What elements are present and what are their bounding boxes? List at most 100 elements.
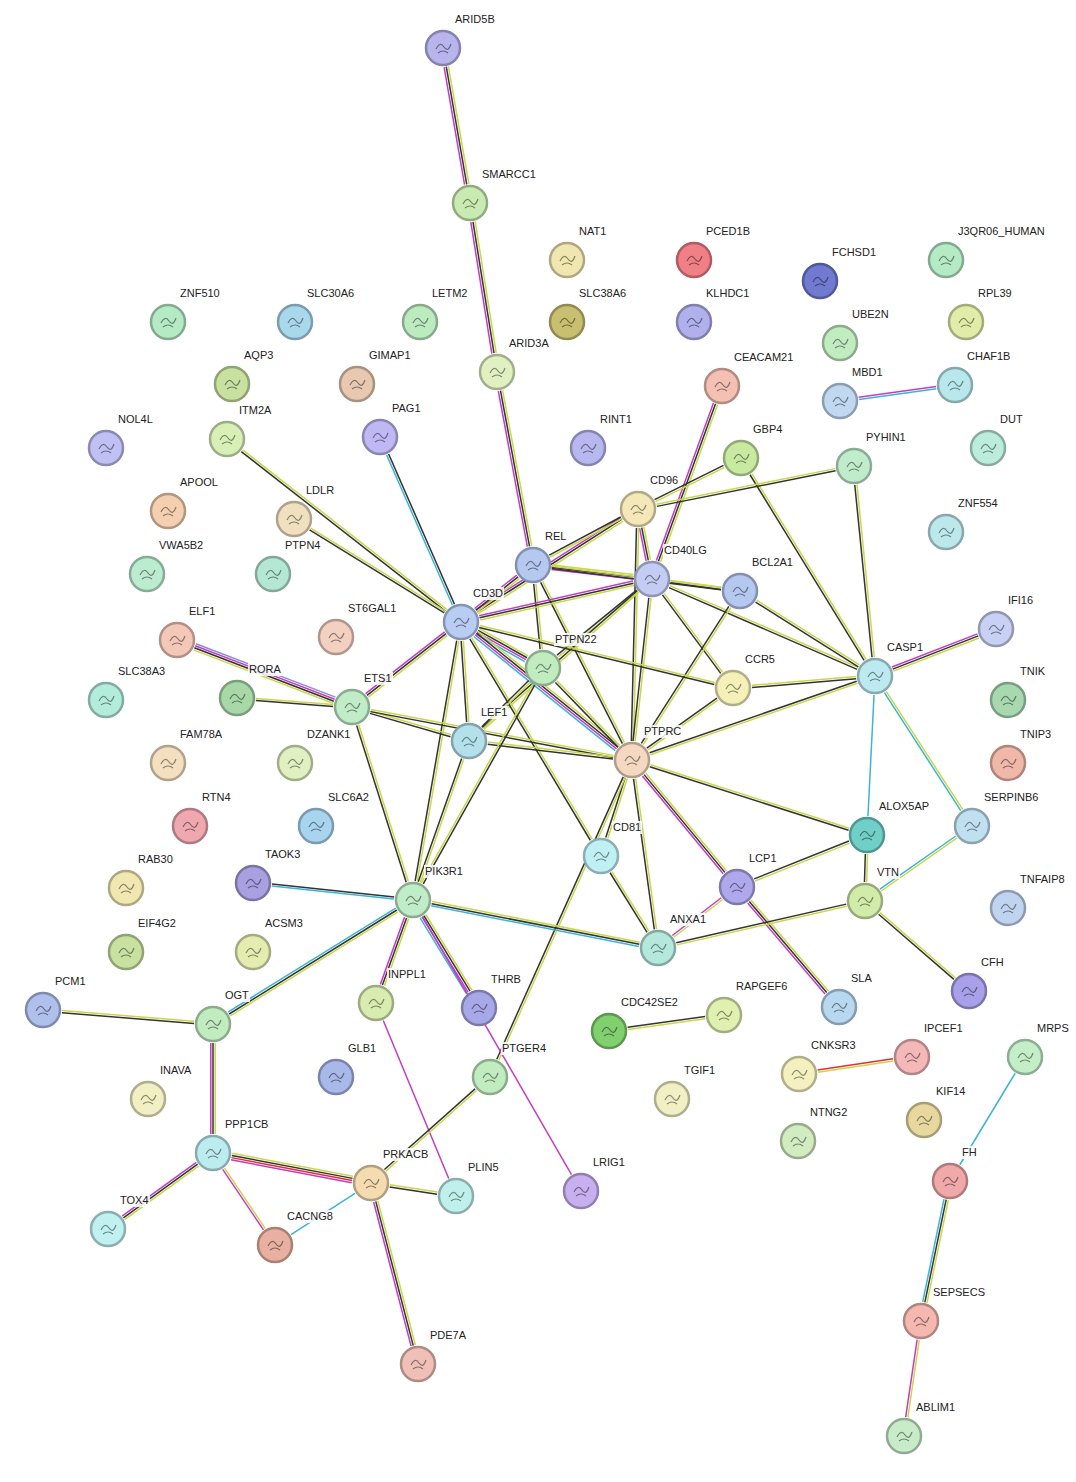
node-circle [107,869,145,907]
node-label: KIF14 [935,1085,966,1098]
node-disc [635,562,669,596]
node-label: INAVA [159,1064,192,1077]
node-label: CD40LG [663,544,708,557]
edge-strand [640,528,647,561]
protein-node: TOX4 [89,1210,127,1248]
node-disc [236,935,270,969]
node-label: PYHIN1 [865,431,907,444]
structure-glyph [463,199,478,208]
node-disc [803,264,837,298]
node-circle [718,868,756,906]
interaction-edge [366,632,448,697]
node-label: ELF1 [188,605,216,618]
edge-strand [194,648,334,701]
interaction-edge [884,691,962,810]
edge-strand [488,744,613,759]
node-disc [196,1007,230,1041]
node-circle [254,555,292,593]
node-circle [721,572,759,610]
node-label: LCP1 [748,852,778,865]
protein-node: VTN [846,882,884,920]
interaction-edge [640,527,651,561]
node-label: PLIN5 [467,1161,500,1174]
node-label: PCM1 [54,975,87,988]
structure-glyph [220,435,235,444]
structure-glyph [99,696,114,705]
node-circle [194,1134,232,1172]
node-label: J3QR06_HUMAN [957,225,1046,238]
protein-node: NOL4L [87,429,125,467]
node-disc [858,659,892,693]
structure-glyph [36,1006,51,1015]
interaction-edge [555,681,619,747]
interaction-edge [421,684,534,884]
node-disc [439,1179,473,1213]
protein-node: CASP1 [856,657,894,695]
protein-node: THRB [460,989,498,1027]
protein-node: FAM78A [149,744,187,782]
protein-node: PCED1B [675,241,713,279]
protein-node: CD81 [582,837,620,875]
protein-node: LDLR [275,500,313,538]
node-circle [129,1080,167,1118]
interaction-edge [310,528,446,613]
protein-node: PIK3R1 [394,881,432,919]
node-label: CD81 [612,821,642,834]
structure-glyph [959,318,974,327]
node-circle [619,490,657,528]
edge-strand [884,693,960,811]
node-circle [848,816,886,854]
protein-node: PTPN22 [524,649,562,687]
node-disc [91,1212,125,1246]
node-circle [194,1005,232,1043]
node-disc [592,1014,626,1048]
node-disc [564,1174,598,1208]
structure-glyph [965,822,980,831]
edge-strand [503,390,532,546]
node-disc [904,1304,938,1338]
protein-node: GLB1 [317,1058,355,1096]
structure-glyph [651,944,666,953]
edge-strand [880,836,956,889]
node-disc [615,743,649,777]
structure-glyph [161,759,176,768]
edge-strand [864,854,866,882]
node-circle [24,991,62,1029]
protein-node: PTPRC [613,741,651,779]
node-label: RINT1 [599,413,633,426]
protein-node: CDC42SE2 [590,1012,628,1050]
node-label: THRB [490,973,522,986]
node-label: SERPINB6 [983,791,1039,804]
structure-glyph [206,1149,221,1158]
structure-glyph [266,570,281,579]
node-label: CNKSR3 [810,1039,857,1052]
structure-glyph [526,561,541,570]
edge-strand [646,773,727,871]
node-disc [210,422,244,456]
structure-glyph [948,381,963,390]
structure-glyph [288,759,303,768]
node-circle [675,241,713,279]
structure-glyph [981,444,996,453]
node-label: NOL4L [117,413,154,426]
node-disc [319,1060,353,1094]
protein-node: ITM2A [208,420,246,458]
node-disc [837,449,871,483]
interaction-edge [256,698,333,706]
node-disc [707,998,741,1032]
edge-strand [662,595,720,674]
protein-node: OGT [194,1005,232,1043]
node-disc [716,671,750,705]
protein-node: ARID3A [478,353,516,391]
structure-glyph [183,822,198,831]
edge-strand [195,646,335,699]
node-disc [822,990,856,1024]
edge-strand [432,904,640,945]
node-label: CASP1 [886,641,924,654]
node-label: RAB30 [137,853,174,866]
structure-glyph [329,633,344,642]
node-disc [991,683,1025,717]
node-disc [938,368,972,402]
node-label: BCL2A1 [751,556,794,569]
